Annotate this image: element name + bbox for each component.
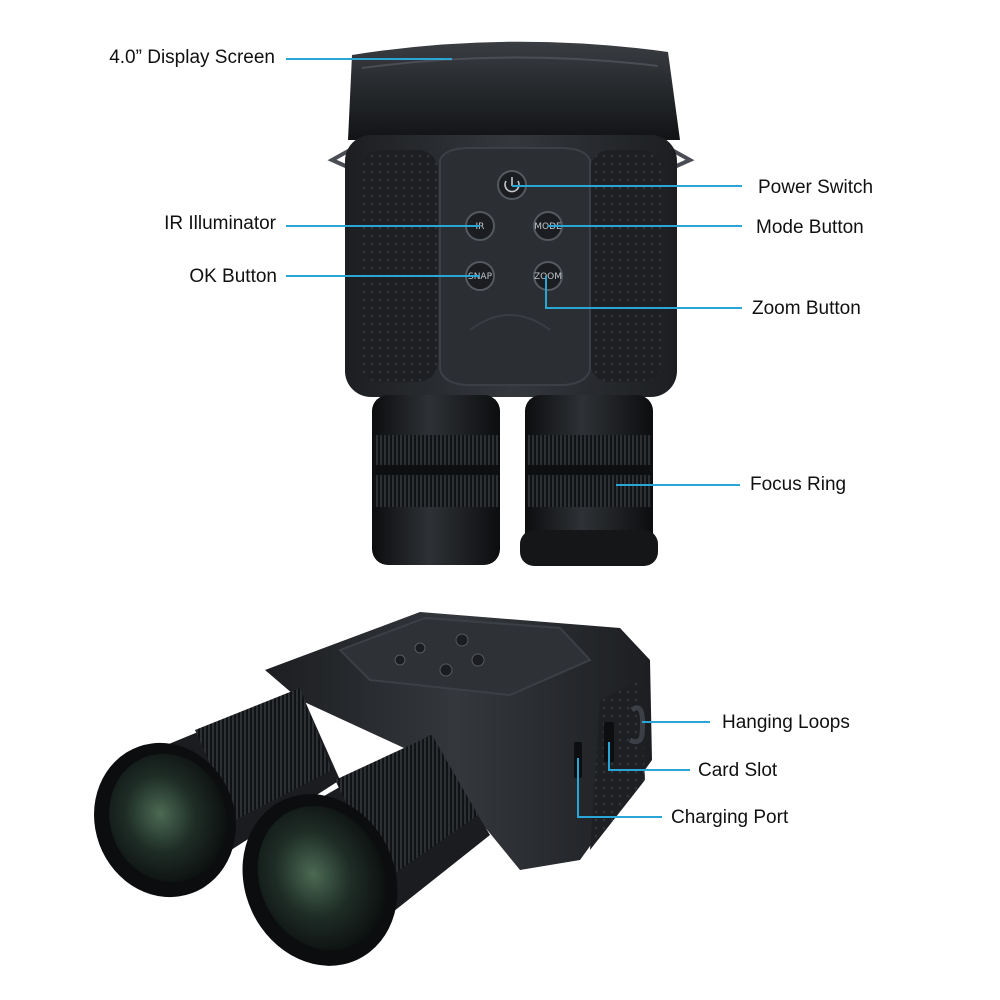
angled-body <box>265 612 652 870</box>
leader-lines <box>286 58 742 818</box>
label-zoom-button: Zoom Button <box>752 298 861 319</box>
label-ok-button: OK Button <box>189 266 277 287</box>
hanging-loop-right <box>671 148 695 170</box>
angled-objective-right <box>242 735 490 966</box>
snap-button-mark: SNAP <box>468 272 493 282</box>
label-charging-port: Charging Port <box>671 807 789 828</box>
hanging-loop-left <box>327 148 351 170</box>
leader-zoom <box>545 276 742 309</box>
leader-card <box>608 742 690 771</box>
angled-hanging-loop <box>628 705 645 745</box>
label-ir-illuminator: IR Illuminator <box>164 213 276 234</box>
zoom-button-mark: ZOOM <box>534 272 562 282</box>
grip-right <box>590 150 662 382</box>
objective-left <box>372 395 500 565</box>
label-card-slot: Card Slot <box>698 760 778 781</box>
leader-port <box>577 758 662 818</box>
zoom-button[interactable]: ZOOM <box>533 261 563 291</box>
label-focus-ring: Focus Ring <box>750 474 847 495</box>
objective-right <box>520 395 658 566</box>
label-hanging-loops: Hanging Loops <box>722 712 850 733</box>
label-display-screen: 4.0” Display Screen <box>109 47 275 68</box>
angled-objective-left <box>94 688 340 898</box>
grip-left <box>360 150 438 382</box>
angled-focus-ring-left <box>195 688 332 820</box>
label-mode-button: Mode Button <box>756 217 864 238</box>
label-power-switch: Power Switch <box>758 177 874 198</box>
angled-view-binoculars <box>94 612 652 966</box>
top-view-binoculars: IR MODE SNAP ZOOM <box>327 41 695 566</box>
angled-top-panel <box>338 616 592 697</box>
display-eyecup <box>348 41 680 140</box>
